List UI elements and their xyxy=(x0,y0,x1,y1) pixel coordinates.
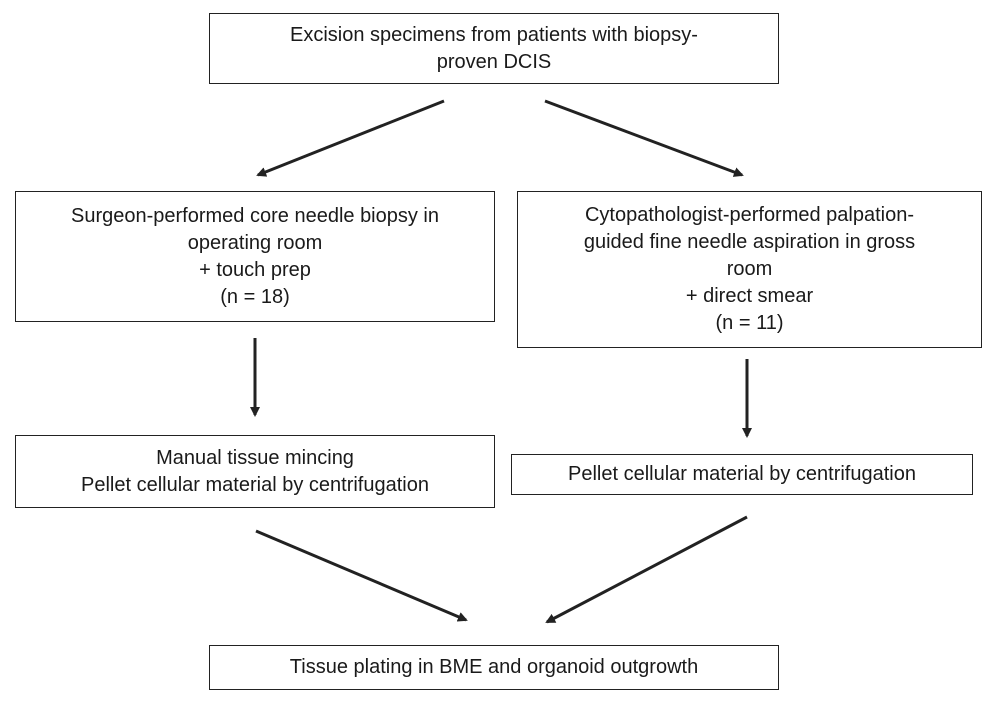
right-method-line-2: guided fine needle aspiration in gross xyxy=(583,231,916,253)
right-method-line-5: (n = 11) xyxy=(715,312,784,334)
right-method-line-4: + direct smear xyxy=(685,285,814,307)
right-method-box: Cytopathologist-performed palpation- gui… xyxy=(517,191,982,348)
right-processing-box: Pellet cellular material by centrifugati… xyxy=(511,454,973,495)
top-box-line-1: Excision specimens from patients with bi… xyxy=(290,23,698,46)
right-method-line-3: room xyxy=(726,258,773,280)
left-processing-line-1: Manual tissue mincing xyxy=(156,446,354,469)
bottom-box-line-1: Tissue plating in BME and organoid outgr… xyxy=(289,656,699,678)
right-processing-line-1: Pellet cellular material by centrifugati… xyxy=(568,463,916,485)
left-method-box: Surgeon-performed core needle biopsy in … xyxy=(15,191,495,322)
left-method-line-1: Surgeon-performed core needle biopsy in xyxy=(71,204,439,227)
top-box-line-2: proven DCIS xyxy=(436,50,552,73)
left-processing-line-2: Pellet cellular material by centrifugati… xyxy=(81,473,429,496)
right-method-line-1: Cytopathologist-performed palpation- xyxy=(584,204,915,226)
bottom-box: Tissue plating in BME and organoid outgr… xyxy=(209,645,779,690)
arrow-top-to-left xyxy=(256,99,445,177)
left-method-line-2: operating room xyxy=(187,231,323,254)
left-method-line-3: + touch prep xyxy=(199,258,311,281)
arrow-left-processing-to-bottom xyxy=(255,529,468,622)
left-processing-box: Manual tissue mincing Pellet cellular ma… xyxy=(15,435,495,508)
arrow-top-to-right xyxy=(544,99,744,177)
left-method-line-4: (n = 18) xyxy=(220,285,290,308)
arrow-right-processing-to-bottom xyxy=(545,515,748,624)
top-box: Excision specimens from patients with bi… xyxy=(209,13,779,84)
